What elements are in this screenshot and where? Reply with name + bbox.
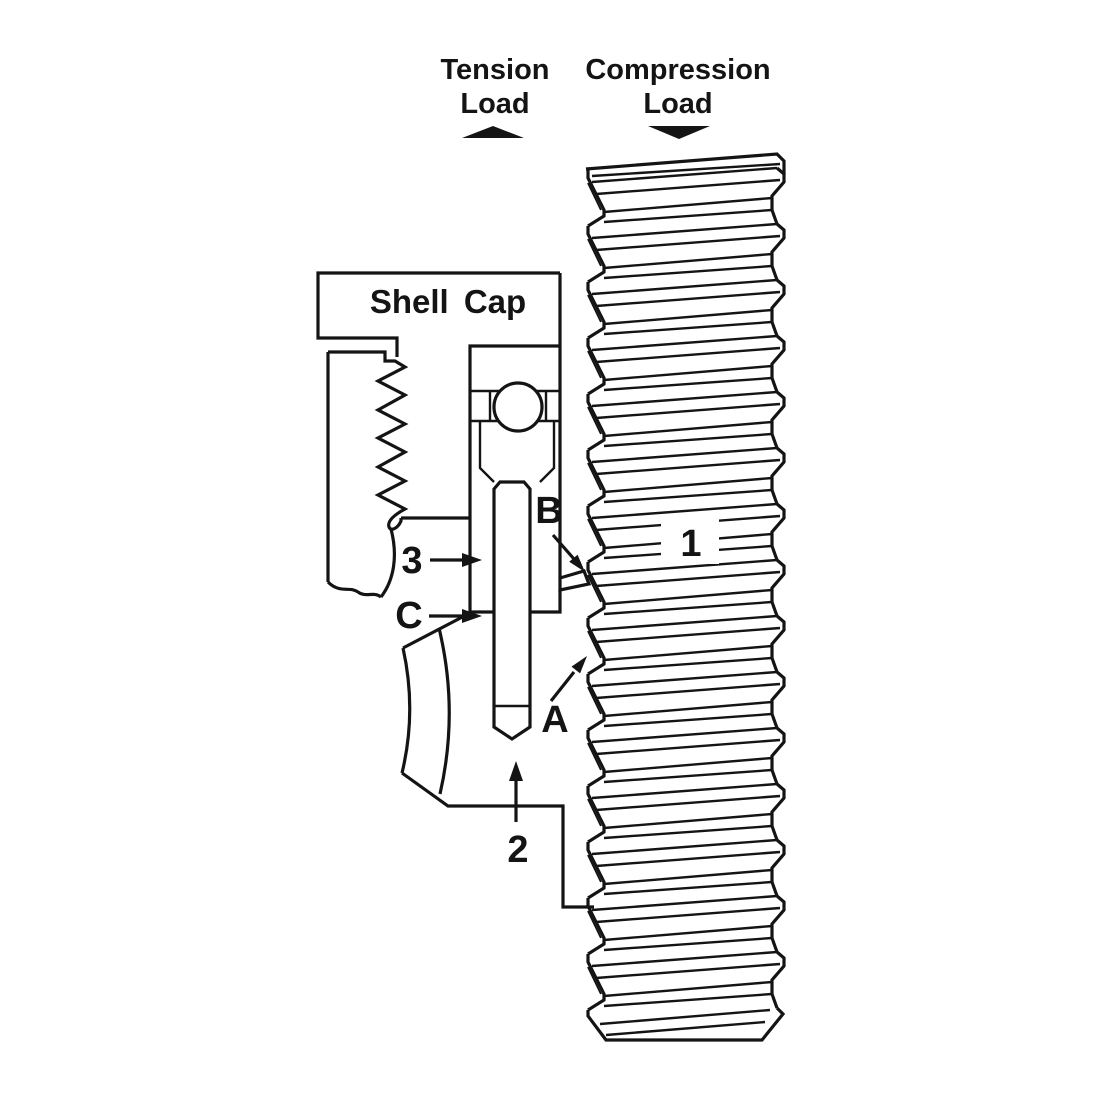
callout-b-label: B [535,490,562,532]
threaded-rod [585,152,786,1042]
callouts: 1 3 C B A 2 [395,490,701,871]
compression-load-label-line2: Load [643,88,712,120]
shell-cap-label: Shell Cap [370,283,526,320]
tension-up-arrow-icon [462,126,524,138]
callout-3-label: 3 [401,540,422,582]
detent-pin [492,480,532,741]
tension-load-label-line1: Tension [440,54,549,86]
callout-a-label: A [541,699,568,741]
callout-2-label: 2 [507,829,528,871]
callout-arrow-c [429,609,482,623]
callout-arrow-3 [430,553,482,567]
compression-down-arrow-icon [648,126,710,139]
thread-collar [326,350,409,599]
split-ring-section [400,611,594,909]
callout-arrow-2 [509,761,523,822]
ball-race [470,381,560,483]
callout-arrow-a [549,656,587,702]
callout-arrow-b [551,533,585,572]
load-labels: Tension Load Compression Load [440,54,771,139]
compression-load-label-line1: Compression [585,54,770,86]
tension-load-label-line2: Load [460,88,529,120]
thread-label-gap [661,516,719,564]
detent-ball [492,381,544,433]
callout-1-label: 1 [680,523,701,565]
thread-engagement-tab [558,569,592,592]
callout-c-label: C [395,595,422,637]
